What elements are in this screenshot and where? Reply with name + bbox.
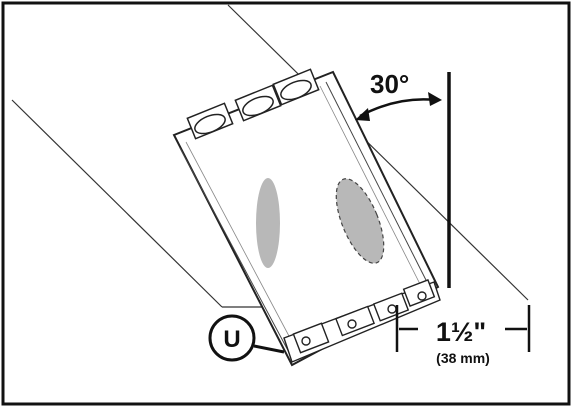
slope-line-lower bbox=[11, 99, 223, 308]
angle-label: 30° bbox=[370, 69, 409, 99]
filter-oval-front bbox=[256, 178, 280, 268]
slope-line-upper bbox=[227, 4, 529, 301]
clearance-label: 1½" bbox=[436, 317, 486, 347]
bottom-hardware bbox=[283, 279, 441, 363]
callout-u bbox=[208, 314, 285, 362]
top-collars bbox=[186, 68, 320, 140]
clearance-metric-label: (38 mm) bbox=[436, 350, 490, 366]
callout-letter: U bbox=[223, 326, 240, 353]
unit-body bbox=[172, 68, 441, 367]
filter-oval-rear bbox=[335, 178, 385, 264]
angle-arrow bbox=[355, 92, 442, 121]
clearance-dimension bbox=[395, 305, 531, 352]
